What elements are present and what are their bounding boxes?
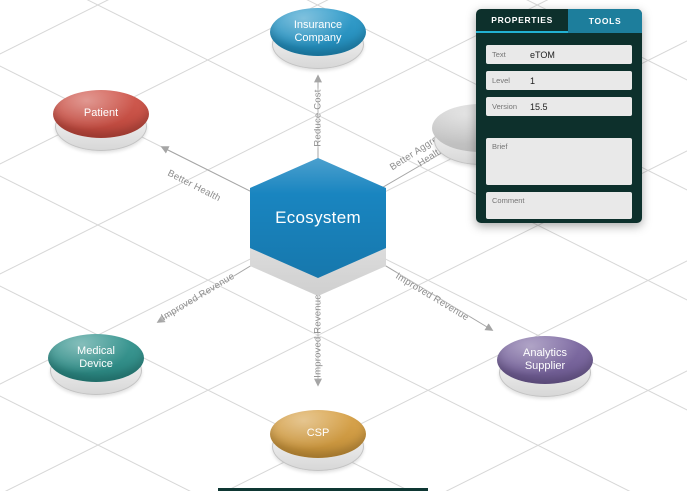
disc-face: Medical Device: [48, 334, 144, 382]
disc-face: Insurance Company: [270, 8, 366, 56]
cropped-element-edge: [218, 488, 428, 491]
node-label: Patient: [83, 107, 119, 120]
node-ecosystem[interactable]: Ecosystem: [250, 158, 386, 298]
field-level[interactable]: Level 1: [486, 71, 632, 90]
edge-label-improved-revenue-down: Improved Revenue: [312, 294, 324, 378]
field-value: 1: [530, 75, 536, 86]
node-label: Insurance Company: [293, 18, 343, 44]
node-medical-device[interactable]: Medical Device: [48, 334, 144, 396]
node-insurance-company[interactable]: Insurance Company: [270, 8, 366, 70]
node-label: Ecosystem: [275, 208, 361, 227]
panel-body: Text eTOM Level 1 Version 15.5 Brief Com…: [476, 33, 642, 219]
field-label: Version: [492, 102, 518, 111]
properties-panel: PROPERTIES TOOLS Text eTOM Level 1 Versi…: [476, 9, 642, 223]
node-csp[interactable]: CSP: [270, 410, 366, 472]
field-label: Brief: [492, 142, 508, 151]
field-label: Comment: [492, 196, 525, 205]
node-patient[interactable]: Patient: [53, 90, 149, 152]
field-label: Text: [492, 50, 506, 59]
node-label: Analytics Supplier: [522, 346, 568, 372]
field-label: Level: [492, 76, 510, 85]
field-brief[interactable]: Brief: [486, 138, 632, 185]
field-comment[interactable]: Comment: [486, 192, 632, 219]
field-value: 15.5: [530, 101, 548, 112]
disc-face: Patient: [53, 90, 149, 138]
tab-tools[interactable]: TOOLS: [568, 9, 642, 33]
tab-properties[interactable]: PROPERTIES: [476, 9, 569, 33]
node-label: Medical Device: [77, 344, 115, 370]
disc-face: CSP: [270, 410, 366, 458]
edge-label-reduce-cost: Reduce Cost: [312, 89, 324, 147]
field-value: eTOM: [530, 49, 555, 60]
field-version[interactable]: Version 15.5: [486, 97, 632, 116]
field-text[interactable]: Text eTOM: [486, 45, 632, 64]
node-analytics-supplier[interactable]: Analytics Supplier: [497, 336, 593, 398]
node-label: CSP: [306, 427, 330, 440]
disc-face: Analytics Supplier: [497, 336, 593, 384]
panel-tab-bar: PROPERTIES TOOLS: [476, 9, 642, 33]
